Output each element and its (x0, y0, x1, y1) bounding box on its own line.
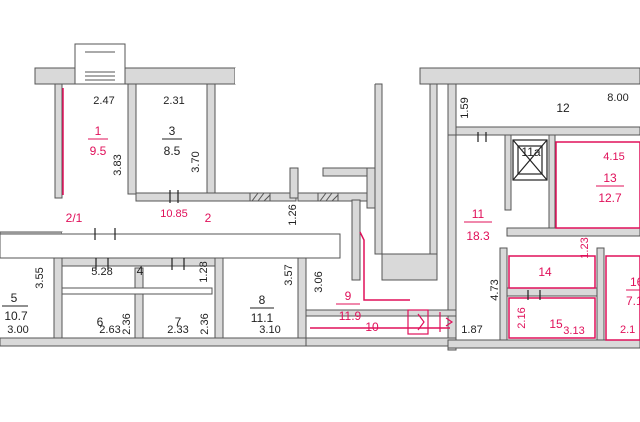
wall-bottom-right (447, 339, 640, 349)
wall-room1-3-divider (127, 83, 137, 195)
walls (0, 43, 640, 351)
wall-room9-right (351, 199, 361, 281)
wall-room1-left (54, 83, 63, 199)
dim-room14-side: 1.23 (579, 237, 591, 258)
dim-room4-length: 5.28 (91, 266, 112, 278)
room4-number: 4 (137, 264, 144, 278)
wall-room15-right (596, 247, 605, 341)
dim-room5-bottom: 3.00 (7, 324, 28, 336)
entrance-marker (407, 309, 454, 335)
room7-number: 7 (175, 315, 182, 329)
wall-corridor-right-vertical (366, 167, 376, 209)
room3-number: 3 (169, 124, 176, 138)
dim-room15-side: 2.16 (516, 307, 528, 328)
dim-room7-side: 2.36 (199, 313, 211, 334)
dim-room3-top: 2.31 (163, 95, 184, 107)
wall-mid-column-2 (429, 83, 438, 255)
wall-room8-right (297, 257, 307, 341)
wall-bottom-mid (305, 337, 457, 347)
room10-number: 10 (365, 320, 379, 334)
room13-area: 12.7 (598, 191, 622, 205)
dim-room12-top: 8.00 (607, 92, 628, 104)
dim-room1-side: 3.83 (112, 154, 124, 175)
wall-room14-left (499, 247, 508, 341)
wall-11a-right (548, 134, 556, 231)
room12-number: 12 (556, 101, 570, 115)
wall-bottom-left (0, 337, 313, 347)
dim-room4-width: 1.28 (198, 261, 210, 282)
wall-mid-bottom (381, 253, 438, 281)
dim-room1-top: 2.47 (93, 95, 114, 107)
wall-rooms13-bottom (135, 192, 297, 202)
room9-outline (359, 231, 410, 301)
dim-room12-side: 1.59 (459, 97, 471, 118)
wall-room3-right (206, 83, 216, 195)
wall-corridor-top-mid (289, 167, 299, 199)
wall-mid-column (374, 83, 383, 255)
wall-room4-bottom (61, 287, 213, 295)
dim-room11-side: 4.73 (489, 279, 501, 300)
room8-area: 11.1 (251, 311, 274, 325)
room2-1-number: 2/1 (66, 211, 83, 225)
dim-room16-bottom: 2.1 (620, 324, 635, 336)
dim-room8-bottom: 3.10 (259, 324, 280, 336)
room11a-number: 11a (521, 145, 540, 159)
hatched-openings (249, 192, 339, 202)
room11-number: 11 (472, 207, 485, 221)
wall-room12-left (447, 83, 457, 137)
room16-number: 16 (630, 275, 640, 289)
dim-room7-bottom: 2.33 (167, 324, 188, 336)
room11-area: 18.3 (466, 229, 490, 243)
room13-number: 13 (603, 171, 617, 185)
room14-outline (508, 255, 596, 289)
wall-room7-8-divider (214, 257, 224, 341)
wall-top-right (419, 67, 640, 85)
wall-room9-10 (305, 309, 457, 317)
dim-room3-side: 3.70 (190, 151, 202, 172)
room13-outline (555, 141, 640, 229)
dim-room8-side: 3.57 (283, 264, 295, 285)
dim-room11-bottom: 1.87 (461, 324, 482, 336)
dim-room15-bottom: 3.13 (563, 325, 584, 337)
door-ticks (94, 132, 541, 300)
wall-11a-left (504, 134, 512, 211)
wall-room6-7-divider (134, 267, 144, 341)
room16-area: 7.1 (626, 294, 640, 308)
wall-room11-left (447, 134, 457, 351)
room9-number: 9 (345, 289, 352, 303)
wall-room14-15-div (506, 287, 603, 297)
dim-room6-bottom: 2.63 (99, 324, 120, 336)
room15-outline (508, 297, 596, 339)
room9-area: 11.9 (339, 309, 362, 323)
wall-mid-top-left (235, 68, 375, 84)
room3-area: 8.5 (164, 144, 181, 158)
room1-number: 1 (95, 124, 102, 138)
dim-room5-side: 3.55 (34, 267, 46, 288)
wall-room5-right (53, 257, 63, 341)
wall-corridor-bottom (0, 233, 341, 259)
room5-area: 10.7 (4, 309, 28, 323)
room2-number: 2 (205, 211, 212, 225)
room6-number: 6 (97, 315, 104, 329)
room8-number: 8 (259, 293, 266, 307)
wall-room12-bottom (455, 126, 640, 136)
room16-outline (605, 255, 640, 341)
wall-room13-bottom (506, 227, 640, 237)
dim-room13-top: 4.15 (603, 151, 624, 163)
stair-steps (85, 51, 115, 81)
room-outlines (62, 88, 640, 341)
wall-top-left (34, 67, 236, 85)
dim-room9-side: 3.06 (313, 271, 325, 292)
room15-number: 15 (549, 317, 563, 331)
room5-number: 5 (11, 291, 18, 305)
stair-11a (512, 139, 548, 181)
dim-corridor-length: 10.85 (160, 208, 188, 220)
room1-area: 9.5 (90, 144, 107, 158)
dim-corridor-width: 1.26 (287, 204, 299, 225)
dim-room6-side: 2.36 (121, 313, 133, 334)
stair-niche (74, 43, 126, 85)
room14-number: 14 (538, 265, 552, 279)
